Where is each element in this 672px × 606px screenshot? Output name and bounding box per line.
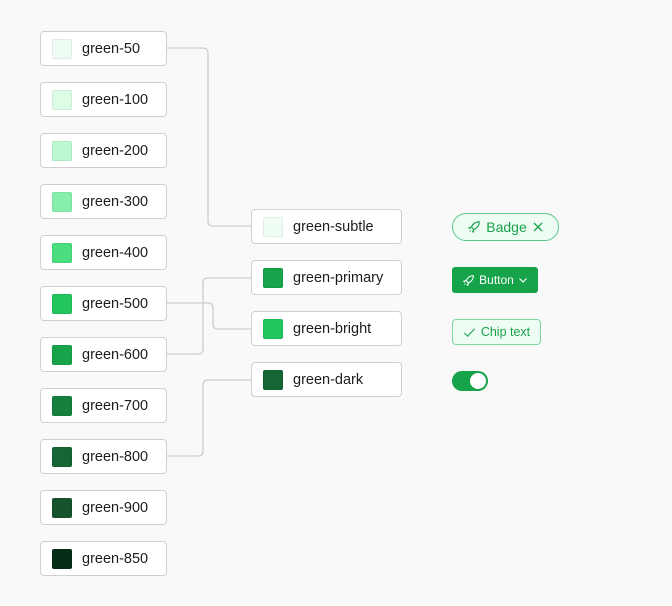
token-green-700[interactable]: green-700: [40, 388, 167, 423]
token-label: green-500: [82, 295, 149, 312]
swatch: [52, 38, 72, 59]
token-green-primary[interactable]: green-primary: [251, 260, 402, 295]
toggle-knob: [470, 373, 486, 389]
badge-label: Badge: [486, 219, 527, 235]
token-label: green-300: [82, 193, 149, 210]
token-label: green-dark: [293, 371, 364, 388]
chip[interactable]: Chip text: [452, 319, 541, 345]
token-label: green-bright: [293, 320, 372, 337]
token-label: green-600: [82, 346, 149, 363]
swatch: [52, 89, 72, 110]
token-label: green-800: [82, 448, 149, 465]
swatch: [52, 293, 72, 314]
token-label: green-900: [82, 499, 149, 516]
token-green-100[interactable]: green-100: [40, 82, 167, 117]
token-green-800[interactable]: green-800: [40, 439, 167, 474]
check-icon: [463, 327, 475, 337]
swatch: [263, 267, 283, 288]
token-label: green-50: [82, 40, 141, 57]
token-green-dark[interactable]: green-dark: [251, 362, 402, 397]
token-green-400[interactable]: green-400: [40, 235, 167, 270]
token-label: green-primary: [293, 269, 384, 286]
connector-green-800-to-dark: [167, 379, 251, 457]
token-label: green-200: [82, 142, 149, 159]
rocket-icon: [463, 274, 475, 286]
swatch: [52, 446, 72, 467]
connector-green-50-to-subtle: [167, 47, 251, 227]
swatch: [52, 344, 72, 365]
swatch: [52, 191, 72, 212]
token-label: green-subtle: [293, 218, 374, 235]
token-green-500[interactable]: green-500: [40, 286, 167, 321]
swatch: [52, 548, 72, 569]
token-label: green-100: [82, 91, 149, 108]
button-label: Button: [479, 273, 514, 287]
swatch: [263, 369, 283, 390]
token-green-bright[interactable]: green-bright: [251, 311, 402, 346]
x-icon[interactable]: [532, 221, 544, 233]
token-green-900[interactable]: green-900: [40, 490, 167, 525]
token-green-200[interactable]: green-200: [40, 133, 167, 168]
swatch: [52, 395, 72, 416]
badge[interactable]: Badge: [452, 213, 559, 241]
token-label: green-400: [82, 244, 149, 261]
button[interactable]: Button: [452, 267, 538, 293]
swatch: [263, 318, 283, 339]
swatch: [52, 242, 72, 263]
chip-label: Chip text: [480, 325, 531, 339]
token-label: green-850: [82, 550, 149, 567]
token-green-300[interactable]: green-300: [40, 184, 167, 219]
swatch: [263, 216, 283, 237]
connector-green-500-to-bright: [167, 302, 251, 330]
connector-green-600-to-primary: [167, 277, 251, 355]
token-green-subtle[interactable]: green-subtle: [251, 209, 402, 244]
token-green-850[interactable]: green-850: [40, 541, 167, 576]
swatch: [52, 140, 72, 161]
swatch: [52, 497, 72, 518]
token-label: green-700: [82, 397, 149, 414]
token-green-600[interactable]: green-600: [40, 337, 167, 372]
chevron-down-icon: [518, 278, 527, 283]
token-green-50[interactable]: green-50: [40, 31, 167, 66]
toggle-switch[interactable]: [452, 371, 488, 391]
rocket-icon: [468, 221, 481, 233]
